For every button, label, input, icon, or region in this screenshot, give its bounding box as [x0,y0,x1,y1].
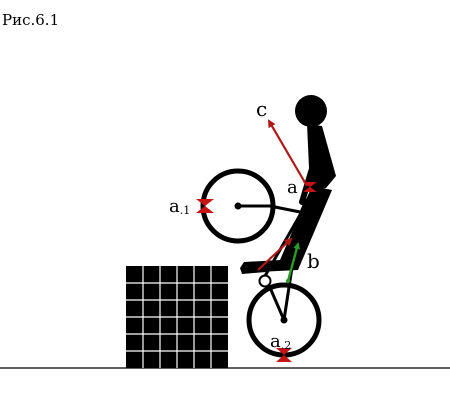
marker-a-icon [303,182,317,192]
vector-c-arrow [267,119,308,187]
rider-torso [307,124,336,190]
rider [240,95,336,274]
vector-b-origin [285,278,291,284]
label-a2-sub: .2 [281,339,292,352]
label-b: b [307,249,320,273]
label-a2: a.2 [270,331,291,352]
vector-leg-arrow [257,237,293,271]
marker-a1-icon [196,199,214,213]
label-a2-main: a [270,331,281,352]
vector-b-arrow [286,242,301,282]
rider-head [295,95,327,127]
crank-ring [258,274,272,288]
label-c: c [256,97,267,121]
label-a1-sub: .1 [180,204,191,217]
figure-title: Рис.6.1 [2,11,60,29]
grid-block [126,266,228,368]
marker-a2-icon [276,348,292,362]
label-a1-main: a [169,196,180,217]
rider-leg [240,186,332,272]
label-a: a [287,177,298,198]
label-a1: a.1 [169,196,190,217]
